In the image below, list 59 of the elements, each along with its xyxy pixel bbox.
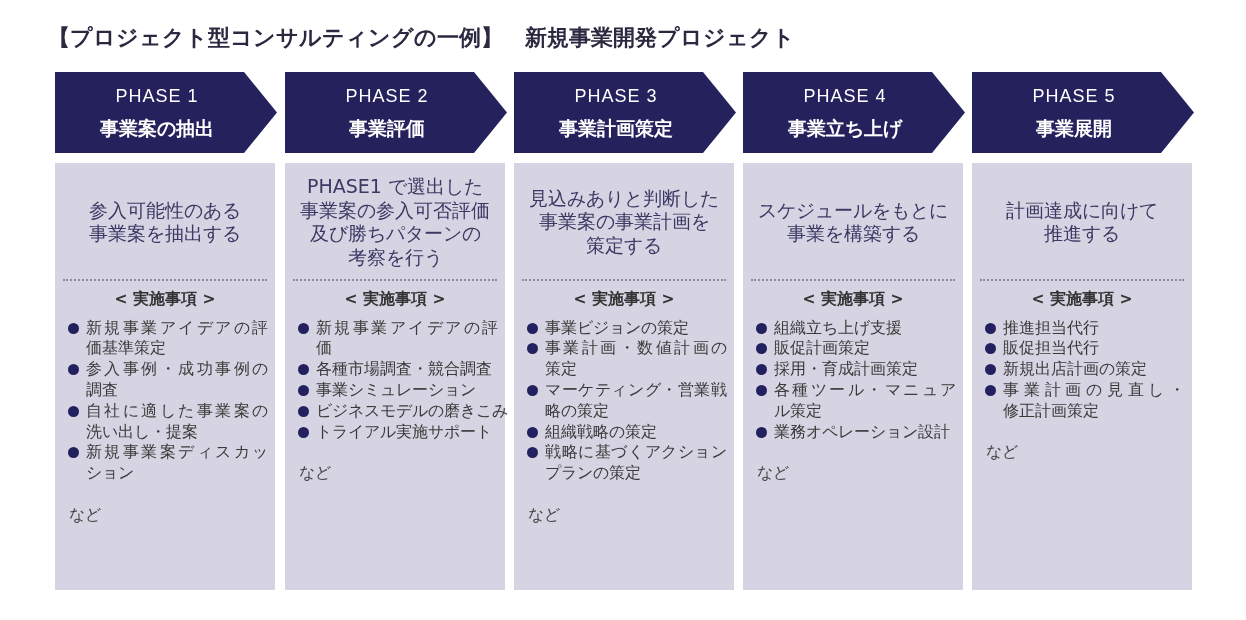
list-item-text: 事業シミュレーション <box>316 380 476 401</box>
list-item-text: 新規事業アイデアの評価 <box>316 317 498 360</box>
list-item-text: 戦略に基づくアクションプランの策定 <box>545 442 727 484</box>
section-heading: < 実施事項 > <box>573 289 675 309</box>
description-text: スケジュールをもとに事業を構築する <box>758 198 948 246</box>
phase-title: 事業立ち上げ <box>788 116 902 140</box>
phase-banner <box>972 72 1194 153</box>
list-item-text: 各種市場調査・競合調査 <box>316 359 492 380</box>
diagram-title: 【プロジェクト型コンサルティングの一例】 新規事業開発プロジェクト <box>48 24 795 52</box>
detail-panel <box>55 163 275 590</box>
section-heading: < 実施事項 > <box>114 289 216 309</box>
detail-panel <box>743 163 963 590</box>
note-text: など <box>757 463 789 484</box>
list-item-text: 自社に適した事業案の洗い出し・提案 <box>86 400 268 443</box>
list-item-text: ビジネスモデルの磨きこみ <box>316 400 508 422</box>
list-item-text: 採用・育成計画策定 <box>774 359 918 380</box>
detail-panel <box>514 163 734 590</box>
description-text: 計画達成に向けて推進する <box>1006 198 1158 246</box>
description-text: 見込みありと判断した事業案の事業計画を策定する <box>529 186 719 258</box>
phase-number: PHASE 4 <box>803 85 887 108</box>
list-item-text: 新規出店計画の策定 <box>1003 359 1147 380</box>
phase-number: PHASE 3 <box>574 85 658 108</box>
note-text: など <box>986 442 1018 464</box>
note-text: など <box>528 504 560 526</box>
list-item-text: 各種ツール・マニュアル策定 <box>774 380 956 422</box>
list-item-text: 事業計画の見直し・修正計画策定 <box>1003 380 1185 422</box>
phase-title: 事業案の抽出 <box>100 116 214 140</box>
detail-panel <box>285 163 505 590</box>
phase-number: PHASE 2 <box>345 85 429 108</box>
list-item-text: 販促計画策定 <box>774 338 870 360</box>
list-item-text: 新規事業案ディスカッション <box>86 442 268 484</box>
list-item-text: 事業計画・数値計画の策定 <box>545 338 727 380</box>
list-item-text: 新規事業アイデアの評価基準策定 <box>86 317 268 360</box>
phase-banner <box>743 72 965 153</box>
list-item-text: マーケティング・営業戦略の策定 <box>545 380 727 422</box>
phase-number: PHASE 5 <box>1032 85 1116 108</box>
description-text: PHASE1 で選出した事業案の参入可否評価及び勝ちパターンの考察を行う <box>300 175 490 269</box>
list-item-text: 事業ビジョンの策定 <box>545 317 689 339</box>
note-text: など <box>299 463 331 484</box>
note-text: など <box>69 504 101 526</box>
list-item-text: 組織立ち上げ支援 <box>774 317 902 339</box>
section-heading: < 実施事項 > <box>1031 289 1133 309</box>
detail-panel <box>972 163 1192 590</box>
phase-number: PHASE 1 <box>115 85 199 108</box>
list-item-text: 組織戦略の策定 <box>545 421 657 443</box>
description-text: 参入可能性のある事業案を抽出する <box>89 198 241 246</box>
phase-banner <box>55 72 277 153</box>
section-heading: < 実施事項 > <box>802 289 904 309</box>
phase-banner <box>285 72 507 153</box>
phase-title: 事業展開 <box>1036 116 1112 140</box>
phase-banner <box>514 72 736 153</box>
section-heading: < 実施事項 > <box>344 289 446 309</box>
list-item-text: 参入事例・成功事例の調査 <box>86 359 268 401</box>
list-item-text: 販促担当代行 <box>1003 338 1099 360</box>
phase-title: 事業評価 <box>349 116 425 140</box>
list-item-text: トライアル実施サポート <box>316 421 492 443</box>
list-item-text: 業務オペレーション設計 <box>774 421 950 443</box>
list-item-text: 推進担当代行 <box>1003 317 1099 339</box>
phase-title: 事業計画策定 <box>559 116 673 140</box>
